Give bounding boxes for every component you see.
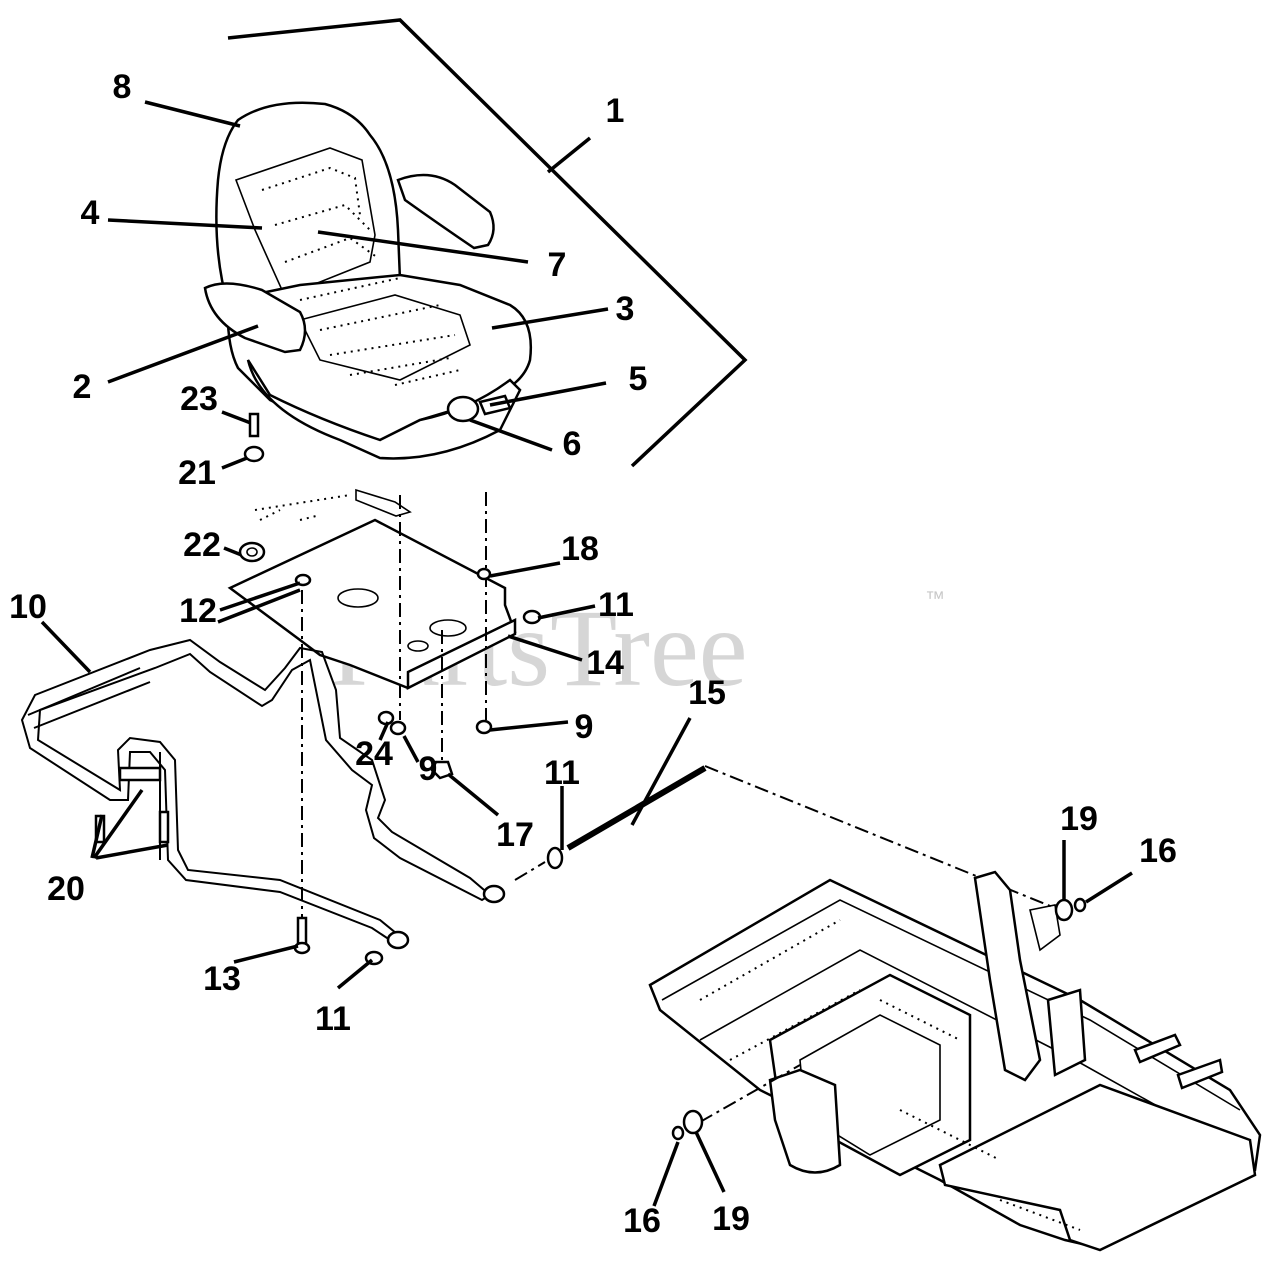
plate-leaders: [217, 561, 596, 964]
callout-4: 4: [81, 194, 100, 232]
clip-16-bottom: [671, 1125, 685, 1141]
axle-stub-2: [1176, 1058, 1224, 1090]
callout-17: 17: [496, 816, 534, 854]
callout-11-top: 11: [598, 586, 634, 624]
seat-adjust-knob: [446, 395, 480, 423]
bumper-20b: [158, 810, 170, 844]
bolt-18: [476, 567, 492, 581]
callout-16-bottom: 16: [623, 1202, 661, 1240]
callout-8: 8: [113, 68, 132, 106]
callout-19-bottom: 19: [712, 1200, 750, 1238]
armrest-right: [396, 173, 495, 250]
leader-1: [546, 136, 592, 174]
callout-labels: 1 2 3 4 5 6 7 8 9 9 10 11 11 11 12 13 14…: [9, 68, 1177, 1240]
callout-14: 14: [586, 644, 624, 682]
callout-15: 15: [688, 674, 726, 712]
callout-16-top: 16: [1139, 832, 1177, 870]
callout-21: 21: [178, 454, 216, 492]
bumper-pad: [118, 766, 162, 782]
bolt-23: [248, 412, 260, 438]
seat-base: [246, 359, 522, 460]
frame-leaders: [40, 620, 374, 990]
bracket-right: [1046, 988, 1087, 1077]
mower-frame: [648, 870, 1262, 1252]
rod-assembly: [514, 717, 1061, 911]
callout-18: 18: [561, 530, 599, 568]
nut-21: [243, 445, 265, 463]
callout-9-right: 9: [575, 708, 594, 746]
seat-assembly-bracket: [227, 18, 748, 468]
grommet-22: [238, 541, 266, 563]
callout-2: 2: [73, 368, 92, 406]
clip-17: [430, 760, 454, 780]
nut-9-left: [389, 720, 407, 736]
callout-11-bottom: 11: [315, 1000, 351, 1038]
frame-tube-outer: [20, 638, 492, 946]
armrest-left: [203, 282, 307, 354]
seat-plate: [227, 488, 517, 691]
callout-10: 10: [9, 588, 47, 626]
callout-13: 13: [203, 960, 241, 998]
seat-bar-frame: [20, 638, 506, 966]
seat-illustration: [203, 101, 532, 460]
callout-23: 23: [180, 380, 218, 418]
callout-24: 24: [355, 735, 393, 773]
callout-7: 7: [548, 246, 567, 284]
watermark-trademark: ™: [925, 588, 945, 610]
pivot-hardware: [652, 840, 1133, 1207]
clip-16-top: [1073, 897, 1087, 913]
control-lever: [973, 870, 1042, 1082]
plate-hardware: [293, 567, 542, 955]
callout-3: 3: [616, 290, 635, 328]
callout-11-rod: 11: [544, 754, 580, 792]
seat-back: [215, 101, 402, 307]
spacer-11-rod: [546, 846, 564, 870]
spacer-11-top: [522, 609, 542, 625]
axle-stub-1: [1133, 1033, 1182, 1064]
washer-19-bottom: [682, 1109, 704, 1135]
callout-12: 12: [179, 592, 217, 630]
seat-hardware: [238, 412, 266, 563]
motor-left: [768, 1068, 842, 1174]
washer-19-top: [1054, 898, 1074, 922]
mower-deck-plate: [938, 1083, 1257, 1252]
callout-19-top: 19: [1060, 800, 1098, 838]
nut-9-right: [475, 719, 493, 735]
callout-20: 20: [47, 870, 85, 908]
callout-6: 6: [563, 425, 582, 463]
callout-22: 22: [183, 526, 221, 564]
callout-9-left: 9: [419, 750, 438, 788]
callout-1: 1: [606, 92, 625, 130]
callout-5: 5: [629, 360, 648, 398]
